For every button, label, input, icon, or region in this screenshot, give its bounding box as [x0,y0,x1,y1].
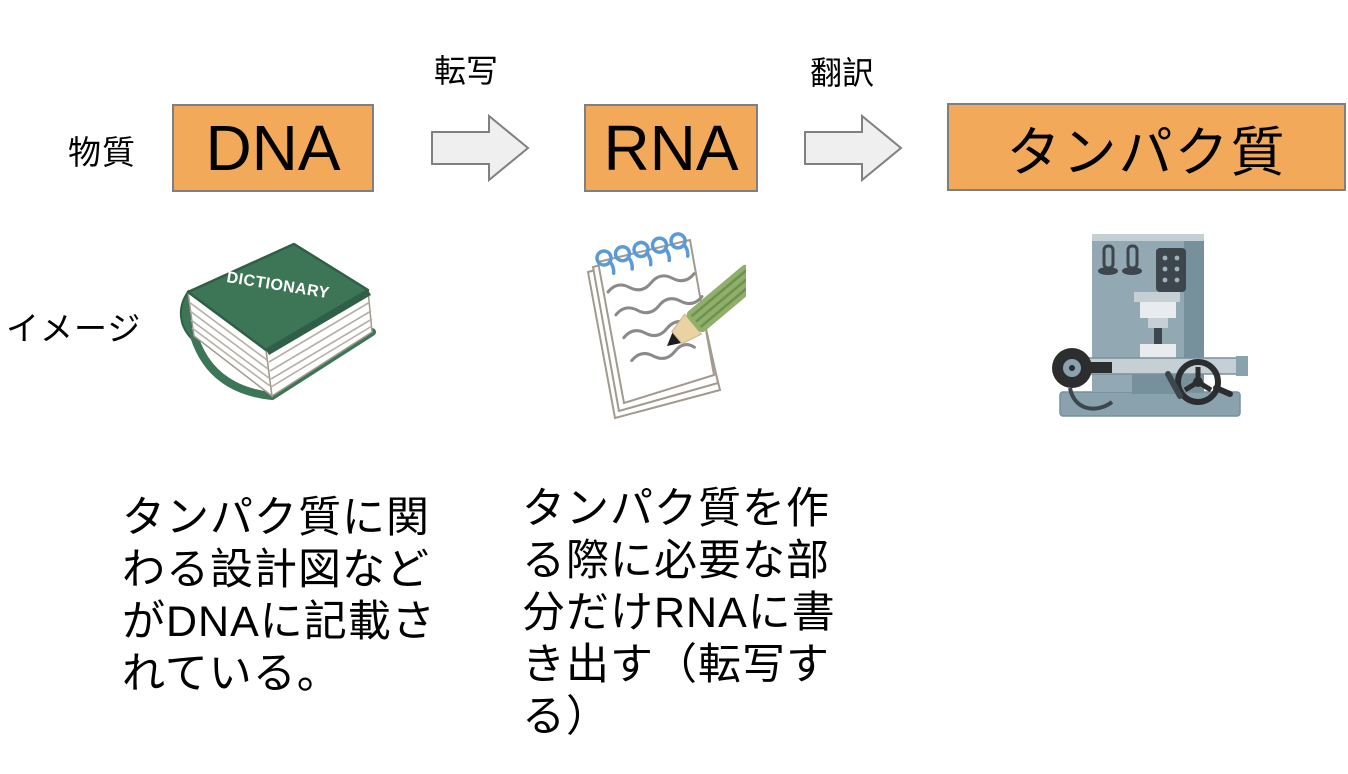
caption-line: タンパク質に関 [122,494,430,542]
notepad-spiral-rings [595,232,690,275]
right-block-arrow-icon [431,113,530,183]
caption-line: タンパク質を作 [522,485,830,533]
caption-dna: タンパク質に関 わる設計図など がDNAに記載さ れている。 [122,492,436,700]
book-pages [179,288,376,401]
milling-machine-icon [1052,234,1248,417]
caption-line: わる設計図など [122,546,430,594]
machine-control-panel [1156,248,1186,292]
dictionary-book-icon: DICTIONARY [179,242,376,401]
arrow-rna-to-protein-icon [804,113,903,183]
node-protein: タンパク質 [947,103,1346,191]
caption-line: 分だけRNAに書 [522,589,836,637]
pencil-icon [667,264,746,346]
machine-spindle [1134,292,1180,358]
caption-line: がDNAに記載さ [122,598,436,646]
right-block-arrow-icon [804,113,903,183]
caption-line: る） [522,693,610,741]
machine-right-handwheel [1165,359,1233,405]
machine-handles [1098,244,1142,275]
translation-label: 翻訳 [809,55,874,91]
node-rna: RNA [584,104,758,192]
row-label-substance: 物質 [68,134,136,171]
machine-left-handwheel [1052,348,1114,411]
caption-line: る際に必要な部 [522,537,830,585]
transcription-label: 転写 [433,53,498,89]
notepad-pencil-icon [586,232,746,420]
caption-rna: タンパク質を作 る際に必要な部 分だけRNAに書 き出す（転写す る） [522,483,836,743]
caption-line: き出す（転写す [522,641,830,689]
row-label-image: イメージ [6,310,142,347]
caption-line: れている。 [122,650,341,698]
book-cover: DICTIONARY [186,242,371,355]
node-dna: DNA [172,104,374,192]
arrow-dna-to-rna-icon [431,113,530,183]
